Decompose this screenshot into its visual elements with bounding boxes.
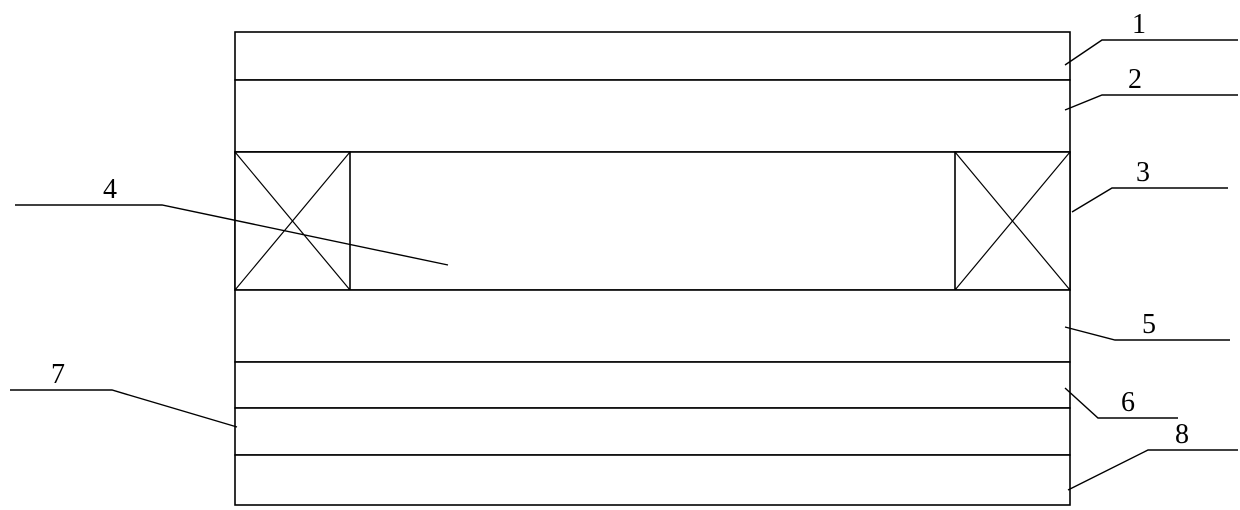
leader-line-2: [1064, 94, 1238, 111]
layer-5-hatch: [234, 289, 1071, 363]
left-x-frame: [234, 151, 351, 291]
layer-1-crosshatch: [234, 31, 1071, 81]
label-8: 8: [1175, 419, 1189, 450]
label-7: 7: [51, 359, 65, 390]
leader-line-4: [15, 204, 449, 266]
layer-8-herringbone: [234, 454, 1071, 506]
label-1: 1: [1132, 9, 1146, 40]
right-x-frame: [954, 151, 1071, 291]
leader-line-3: [1071, 187, 1228, 213]
leader-line-6: [1064, 387, 1178, 419]
layer-7-hatch: [234, 407, 1071, 456]
label-3: 3: [1136, 157, 1150, 188]
layer-2-hatch: [234, 79, 1071, 153]
leader-line-7: [10, 389, 238, 428]
label-4: 4: [103, 174, 117, 205]
leader-line-8: [1067, 449, 1238, 491]
leader-line-1: [1064, 39, 1238, 66]
cavity: [234, 151, 1071, 291]
layer-6-crosshatch: [234, 361, 1071, 409]
leader-line-5: [1064, 326, 1230, 341]
label-5: 5: [1142, 309, 1156, 340]
label-6: 6: [1121, 387, 1135, 418]
label-2: 2: [1128, 64, 1142, 95]
